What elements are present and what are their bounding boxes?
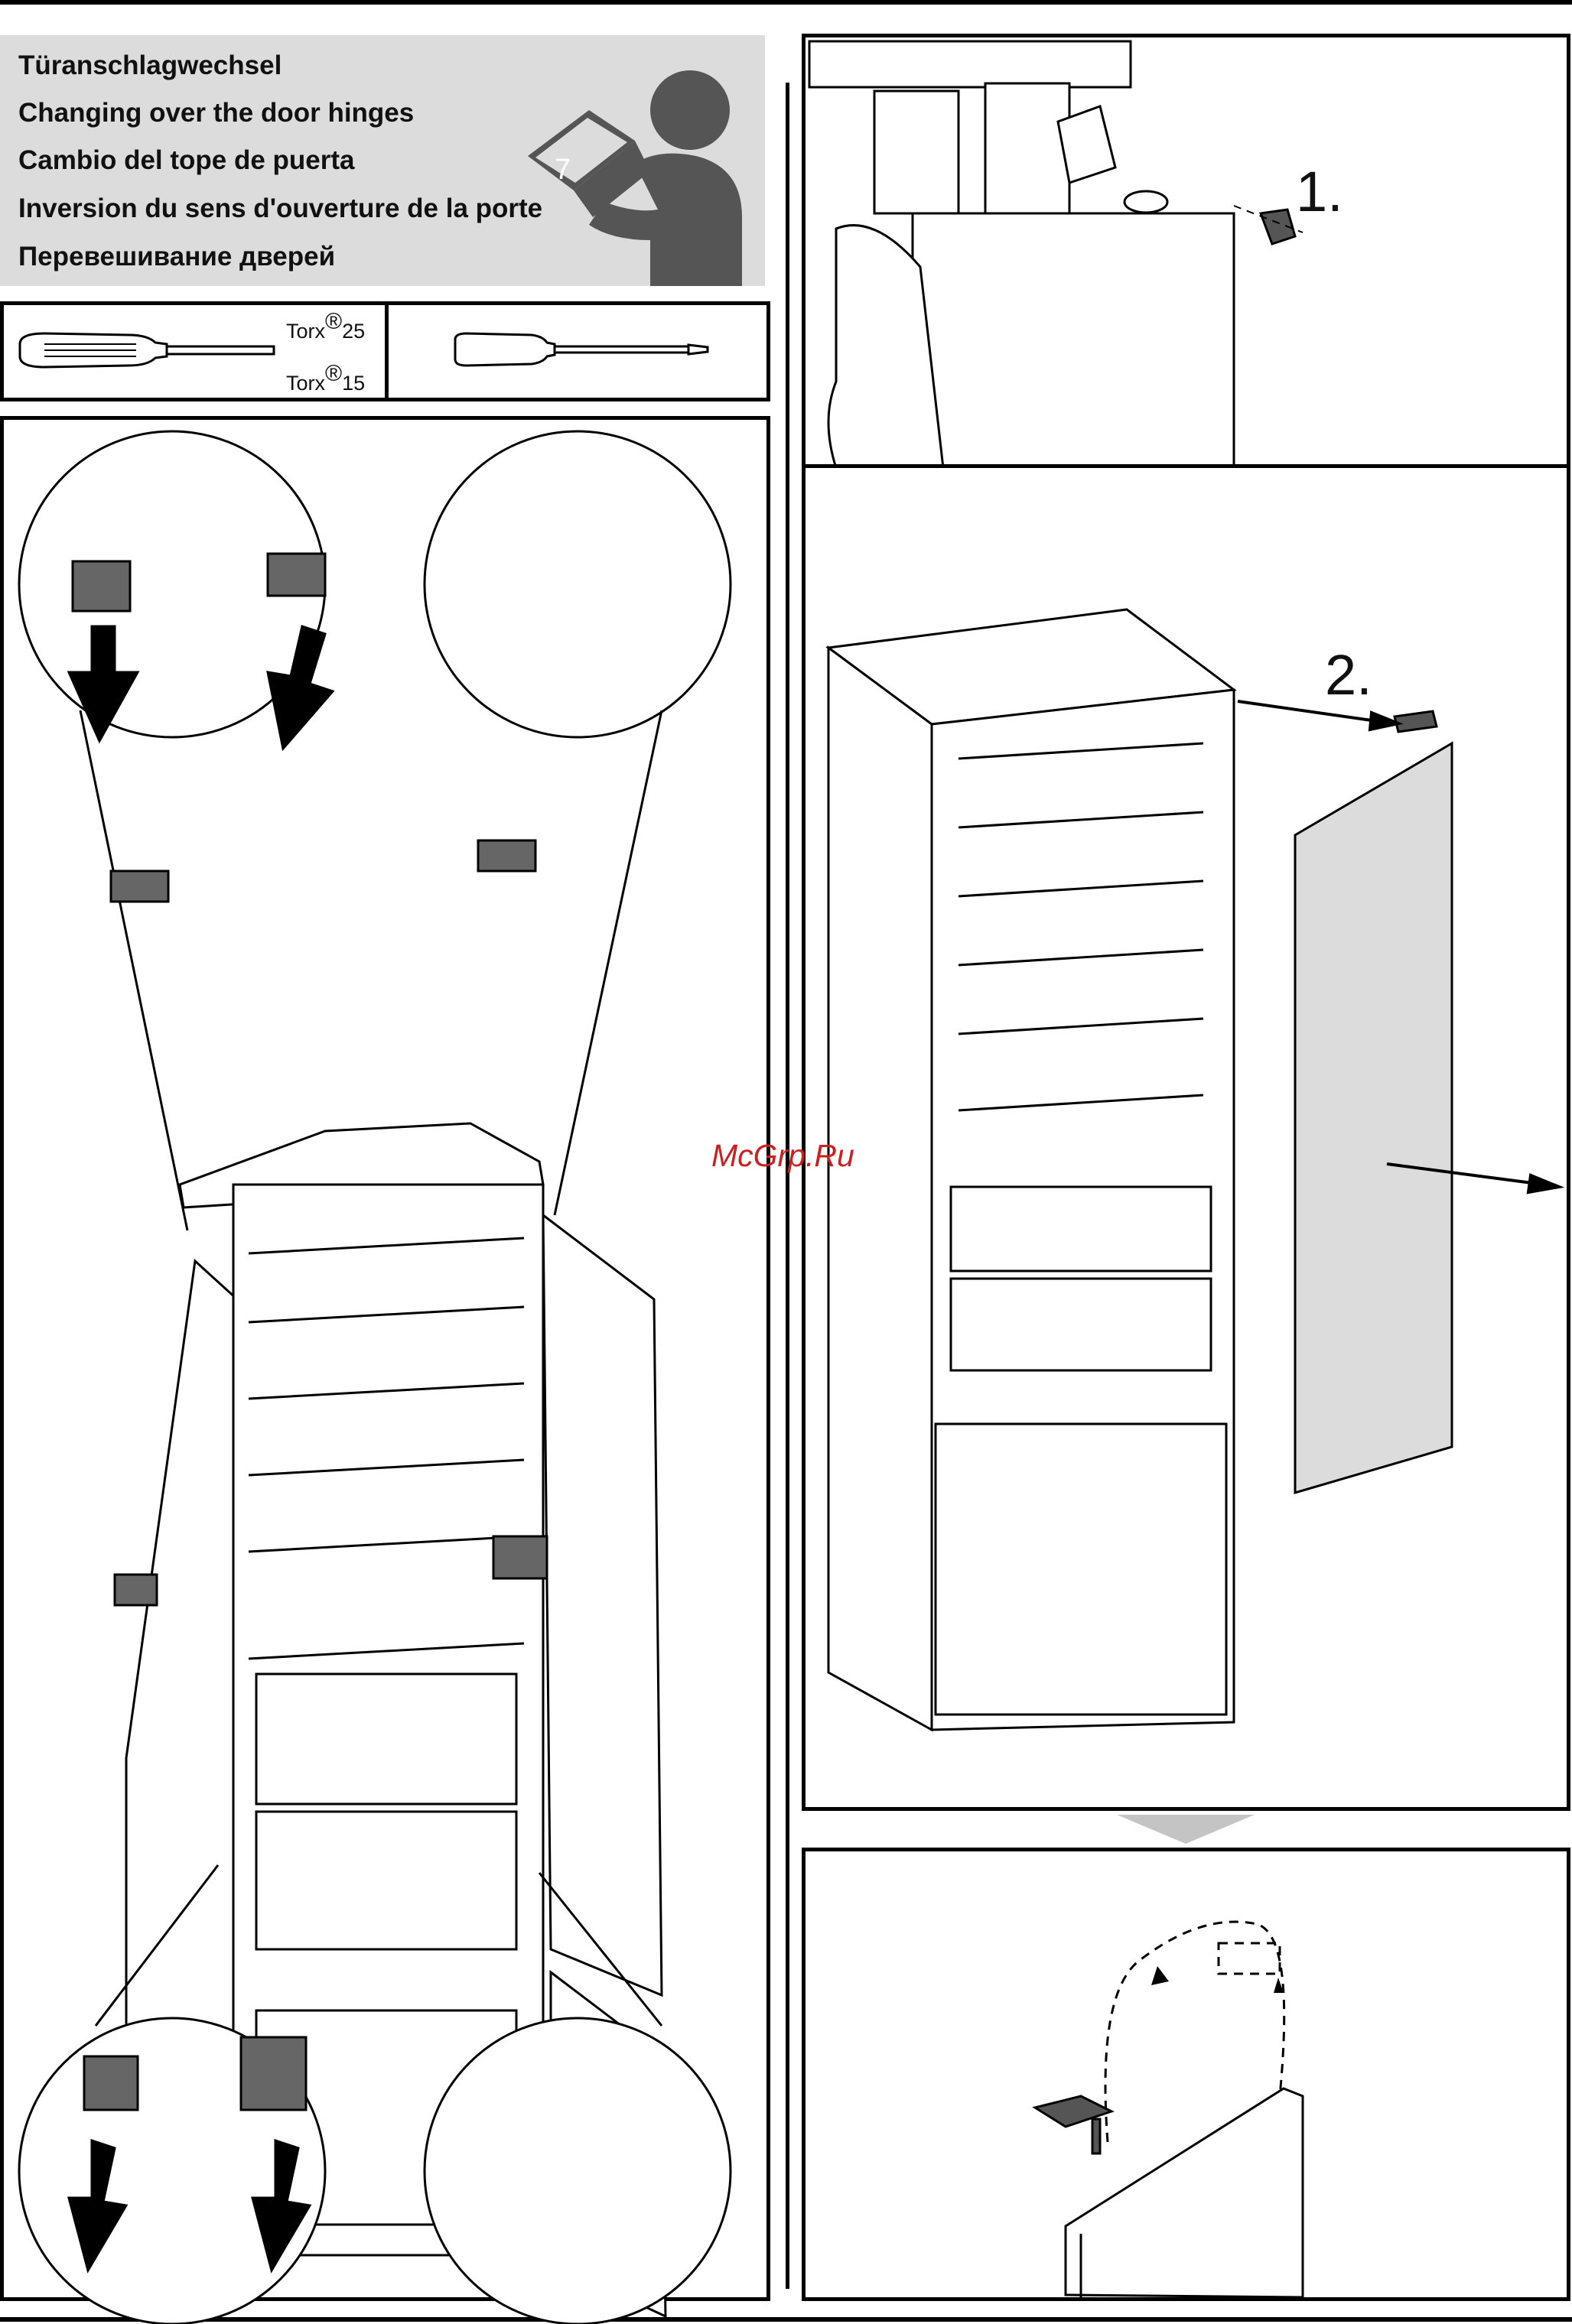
column-divider — [786, 83, 789, 2289]
watermark: McGrp.Ru — [711, 1138, 854, 1174]
torx-text-1: Torx — [286, 320, 325, 343]
hinge-screw-illustration — [806, 37, 1567, 468]
continue-arrow-icon — [1117, 1815, 1255, 1845]
torx-15-label: Torx®15 — [286, 361, 365, 395]
torx-25-label: Torx®25 — [286, 309, 365, 343]
torx-size-15: 15 — [342, 372, 365, 395]
flat-screwdriver-icon — [451, 330, 719, 369]
title-english: Changing over the door hinges — [18, 98, 414, 128]
step-1-label: 1. — [1296, 159, 1343, 224]
torx-screwdriver-icon — [14, 327, 282, 373]
bottom-rule — [0, 2317, 1572, 2322]
manual-reader-icon: 7 — [520, 57, 750, 286]
door-removal-illustration — [806, 468, 1567, 1807]
manual-icon-number: 7 — [555, 154, 571, 186]
torx-reg-1: ® — [325, 309, 342, 334]
torx-reg-2: ® — [325, 361, 342, 386]
title-spanish: Cambio del tope de puerta — [18, 145, 355, 176]
hinge-transfer-illustration — [806, 1851, 1567, 2297]
torx-text-2: Torx — [286, 372, 325, 395]
title-panel: Türanschlagwechsel Changing over the doo… — [0, 35, 765, 286]
top-rule — [0, 0, 1572, 5]
title-russian: Перевешивание дверей — [18, 242, 335, 272]
torx-size-25: 25 — [342, 320, 365, 343]
title-french: Inversion du sens d'ouverture de la port… — [18, 193, 542, 224]
fridge-open-illustration — [4, 420, 766, 2297]
tools-panel-divider — [385, 301, 389, 401]
title-german: Türanschlagwechsel — [18, 50, 282, 81]
step-2-label: 2. — [1325, 642, 1372, 707]
